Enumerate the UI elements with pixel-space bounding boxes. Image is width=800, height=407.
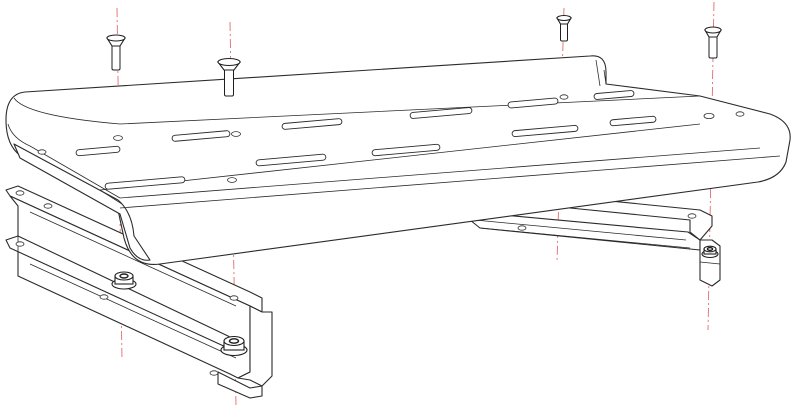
rail-hole: [43, 203, 53, 209]
tray-slot: [281, 118, 343, 130]
countersunk-screw-icon: [704, 26, 722, 59]
flanged-nut-icon: [701, 245, 719, 259]
tray-hole: [559, 94, 569, 100]
tray-hole: [113, 135, 123, 141]
tray-slot: [255, 153, 327, 167]
flanged-nut-icon: [111, 271, 137, 290]
flanged-nut-icon: [220, 335, 248, 357]
tray-slot: [371, 143, 441, 157]
tray-hole: [231, 131, 241, 137]
rail-hole: [209, 370, 219, 376]
rail-hole: [15, 190, 25, 196]
tray-slot: [409, 107, 473, 119]
rail-hole: [15, 241, 25, 247]
shelf-tray: [5, 55, 791, 266]
rail-hole: [687, 213, 697, 219]
countersunk-screw-icon: [106, 34, 126, 71]
tray-hole: [227, 177, 237, 183]
tray-hole: [735, 111, 745, 117]
countersunk-screw-icon: [216, 57, 242, 97]
tray-slot: [75, 145, 121, 157]
rail-hole: [99, 294, 109, 300]
tray-slot: [511, 124, 579, 138]
tray-slot: [609, 115, 657, 127]
rail-hole: [229, 295, 239, 301]
tray-slot: [593, 90, 635, 100]
tray-slot: [507, 97, 559, 109]
tray-slot: [171, 130, 231, 142]
tray-hole: [37, 149, 47, 155]
tray-slot: [104, 176, 186, 190]
countersunk-screw-icon: [556, 14, 572, 42]
tray-hole: [703, 113, 715, 120]
rail-hole: [517, 225, 527, 231]
